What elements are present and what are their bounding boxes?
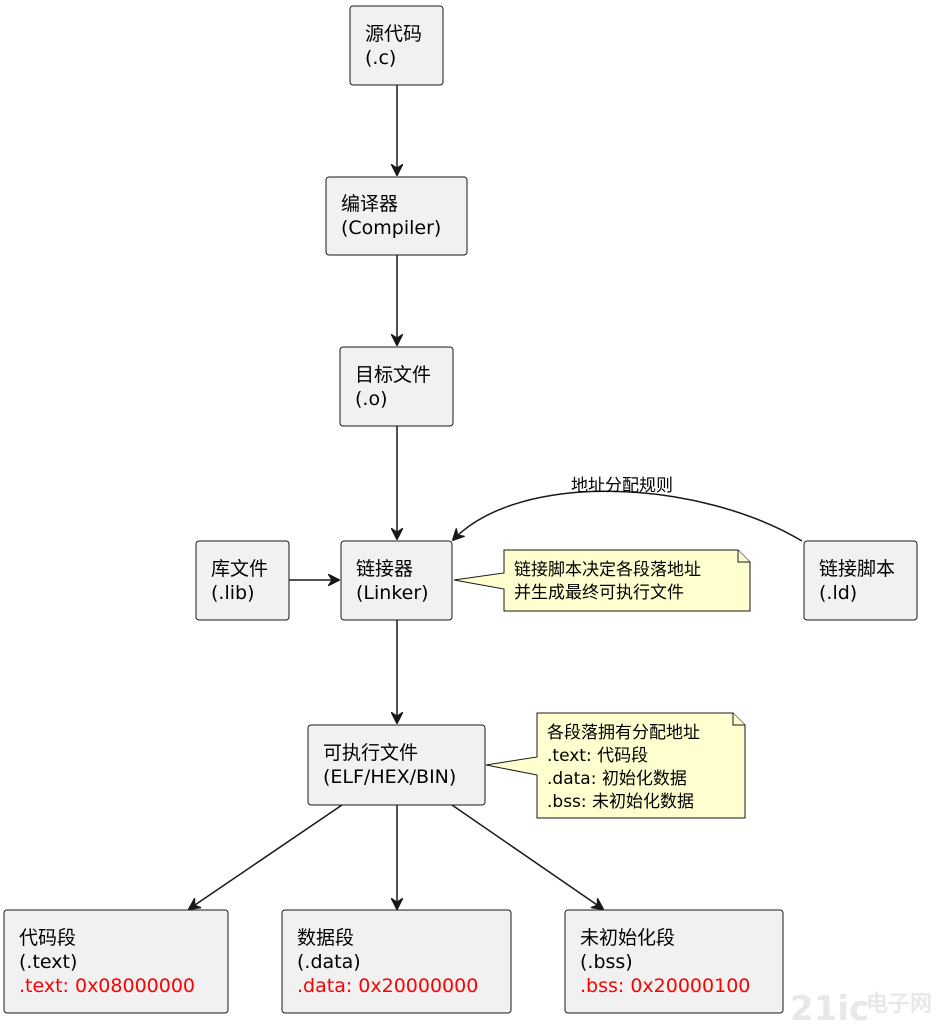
node-object-file: 目标文件 (.o) [339,346,454,427]
note-executable: 各段落拥有分配地址 .text: 代码段 .data: 初始化数据 .bss: … [485,712,746,819]
edge-executable-to-bss [451,804,603,909]
node-library-file-title: 库文件 [211,558,268,580]
node-object-file-title: 目标文件 [355,364,431,386]
watermark-logo: 21ic 电子网 [790,989,932,1029]
node-object-file-ext: (.o) [355,388,388,410]
node-bss-segment-title: 未初始化段 [580,927,675,949]
node-bss-segment-name: (.bss) [580,951,633,973]
node-compiler-subtitle: (Compiler) [341,217,441,239]
node-compiler-title: 编译器 [341,193,398,215]
node-text-segment-title: 代码段 [19,927,76,949]
node-text-segment: 代码段 (.text) .text: 0x08000000 [3,909,229,1014]
edge-executable-to-text [189,804,343,909]
node-executable-formats: (ELF/HEX/BIN) [323,766,456,788]
node-data-segment: 数据段 (.data) .data: 0x20000000 [281,909,512,1014]
node-library-file-ext: (.lib) [211,582,254,604]
node-text-segment-address: .text: 0x08000000 [19,975,195,997]
note-executable-line2: .text: 代码段 [547,746,648,766]
node-linker-title: 链接器 [356,558,413,580]
note-executable-line4: .bss: 未初始化数据 [547,792,694,812]
node-library-file: 库文件 (.lib) [195,540,290,621]
note-executable-line3: .data: 初始化数据 [547,769,687,789]
node-executable-title: 可执行文件 [323,742,418,764]
node-executable: 可执行文件 (ELF/HEX/BIN) [307,724,486,806]
node-data-segment-address: .data: 0x20000000 [297,975,478,997]
node-bss-segment-address: .bss: 0x20000100 [580,975,750,997]
edge-linker-script-to-linker [453,490,803,542]
node-source-code: 源代码 (.c) [349,5,444,86]
note-linker-line2: 并生成最终可执行文件 [514,583,684,603]
node-linker-script-ext: (.ld) [819,582,857,604]
node-linker-script: 链接脚本 (.ld) [803,540,918,621]
node-source-code-ext: (.c) [365,47,396,69]
node-compiler: 编译器 (Compiler) [325,176,468,256]
node-bss-segment: 未初始化段 (.bss) .bss: 0x20000100 [564,909,784,1014]
node-data-segment-title: 数据段 [297,927,354,949]
node-linker: 链接器 (Linker) [340,540,453,621]
note-linker-line1: 链接脚本决定各段落地址 [514,560,701,580]
node-linker-script-title: 链接脚本 [819,558,895,580]
note-executable-line1: 各段落拥有分配地址 [547,723,700,743]
edge-label-address-rules: 地址分配规则 [571,476,673,496]
node-linker-subtitle: (Linker) [356,582,429,604]
node-data-segment-name: (.data) [297,951,361,973]
watermark-site-name: 电子网 [866,992,932,1017]
node-source-code-title: 源代码 [365,23,422,45]
node-text-segment-name: (.text) [19,951,77,973]
note-linker: 链接脚本决定各段落地址 并生成最终可执行文件 [453,549,751,612]
watermark-21ic: 21ic [790,989,869,1029]
